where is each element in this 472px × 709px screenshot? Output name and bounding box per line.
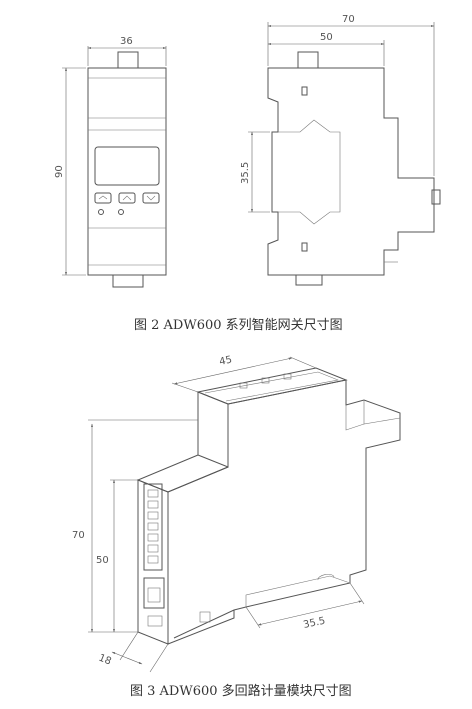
front-display	[94, 146, 160, 186]
front-body-outline	[87, 67, 167, 276]
front-button-1	[94, 192, 112, 204]
dim-label-36: 36	[120, 36, 133, 47]
iso-rj45-port	[143, 577, 165, 609]
iso-front-face	[137, 479, 169, 645]
iso-dim-line-35-5	[257, 600, 363, 626]
iso-top-face	[196, 367, 348, 405]
iso-upper-front	[197, 391, 229, 468]
figure3-caption: 图 3 ADW600 多回路计量模块尺寸图	[130, 684, 352, 699]
front-led-2	[118, 209, 124, 215]
iso-step	[136, 454, 229, 493]
iso-dim-label-18: 18	[97, 653, 113, 668]
dim-label-50: 50	[320, 32, 333, 43]
side-body-outline	[267, 67, 435, 276]
iso-right-side	[173, 379, 401, 639]
figure2-caption: 图 2 ADW600 系列智能网关尺寸图	[134, 318, 343, 333]
module-isometric-view	[136, 367, 401, 645]
front-bottom-clip	[112, 274, 144, 288]
figure3-dimensions: 45 70 50 18 35.5	[72, 355, 365, 673]
dim-label-70: 70	[342, 14, 355, 25]
iso-dim-line-45	[173, 357, 293, 385]
front-button-3	[142, 192, 160, 204]
iso-dim-label-70: 70	[72, 530, 85, 541]
front-button-2	[118, 192, 136, 204]
dim-label-90: 90	[54, 165, 65, 178]
front-view: 36 90	[54, 36, 167, 288]
iso-dim-label-35-5: 35.5	[302, 616, 326, 631]
iso-dim-label-50: 50	[96, 555, 109, 566]
dim-label-35-5: 35.5	[240, 162, 251, 184]
iso-dim-label-45: 45	[218, 355, 233, 368]
iso-dim-line-18	[111, 651, 143, 665]
front-led-1	[98, 209, 104, 215]
front-top-clip	[117, 51, 139, 69]
side-view: 70 50 35.5	[240, 14, 441, 286]
